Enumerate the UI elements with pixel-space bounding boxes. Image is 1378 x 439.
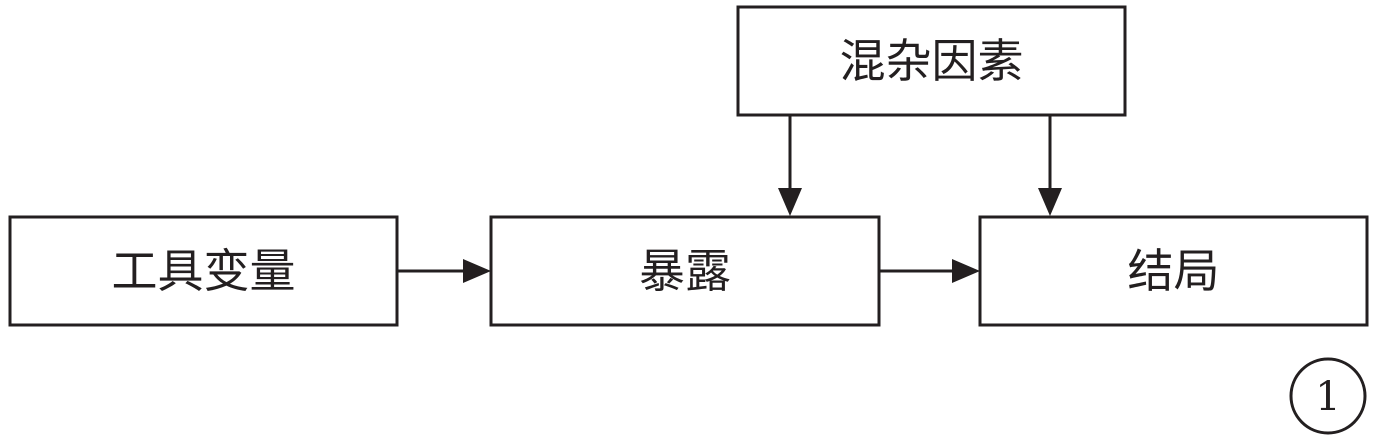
outcome-label: 结局	[1128, 244, 1220, 298]
exposure-box	[489, 215, 881, 327]
arrow-confounders-to-exposure	[778, 115, 802, 216]
instrument-node: 工具变量	[8, 215, 399, 327]
outcome-box	[978, 215, 1369, 327]
arrow-exposure-to-outcome	[879, 259, 980, 283]
badge-number: 1	[1315, 374, 1340, 420]
outcome-node: 结局	[978, 215, 1369, 327]
confounders-label: 混杂因素	[840, 34, 1024, 88]
exposure-node: 暴露	[489, 215, 881, 327]
confounders-box	[736, 5, 1127, 117]
exposure-label: 暴露	[639, 244, 731, 298]
badge-circle	[1289, 357, 1367, 435]
arrow-confounders-to-outcome	[1038, 115, 1062, 216]
confounders-node: 混杂因素	[736, 5, 1127, 117]
instrument-label: 工具变量	[112, 244, 296, 298]
figure-number-badge: 1	[1289, 357, 1367, 435]
arrow-instrument-to-exposure	[397, 259, 491, 283]
instrument-box	[8, 215, 399, 327]
